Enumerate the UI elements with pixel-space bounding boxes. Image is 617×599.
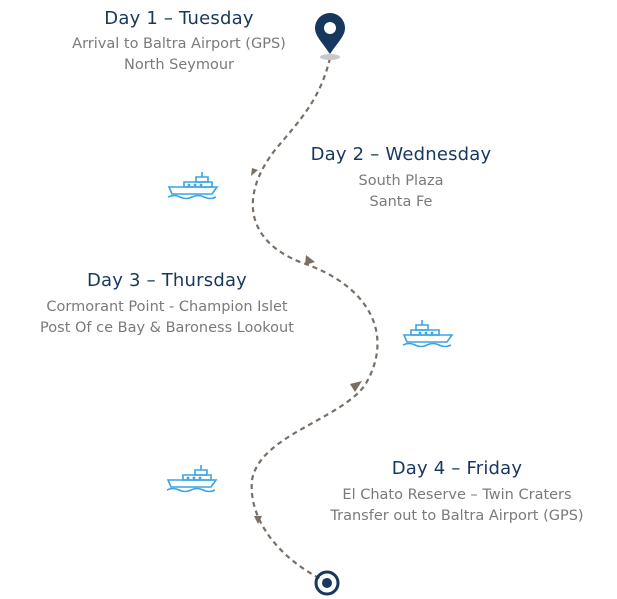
day-4-stop-1: El Chato Reserve – Twin Craters — [342, 487, 572, 503]
route-arrow — [350, 381, 362, 392]
boat-icon — [402, 320, 454, 348]
day-3-stop-2: Post Of ce Bay & Baroness Lookout — [40, 320, 294, 336]
day-1-stop-2: North Seymour — [123, 57, 235, 73]
route-path — [250, 57, 379, 583]
day-2-stop-1: South Plaza — [358, 173, 444, 189]
pin-shadow — [320, 54, 340, 60]
route-arrow — [305, 255, 315, 265]
day-4-block: Day 4 – Friday El Chato Reserve – Twin C… — [295, 457, 617, 527]
route-arrow — [251, 168, 258, 176]
day-4-stop-2: Transfer out to Baltra Airport (GPS) — [330, 508, 584, 524]
target-icon — [314, 570, 340, 596]
boat-icon — [167, 172, 219, 200]
map-pin-icon — [315, 13, 345, 54]
boat-icon — [166, 465, 218, 493]
day-2-title: Day 2 – Wednesday — [310, 144, 492, 165]
day-1-block: Day 1 – Tuesday Arrival to Baltra Airpor… — [14, 7, 344, 76]
day-3-title: Day 3 – Thursday — [86, 270, 248, 291]
day-3-stop-1: Cormorant Point - Champion Islet — [46, 299, 288, 315]
day-4-title: Day 4 – Friday — [391, 458, 523, 479]
day-2-stop-2: Santa Fe — [369, 194, 433, 210]
day-1-stop-1: Arrival to Baltra Airport (GPS) — [72, 36, 286, 52]
day-3-block: Day 3 – Thursday Cormorant Point - Champ… — [0, 269, 334, 339]
day-2-block: Day 2 – Wednesday South Plaza Santa Fe — [276, 143, 526, 213]
route-arrow — [254, 516, 262, 524]
day-1-title: Day 1 – Tuesday — [104, 8, 254, 29]
